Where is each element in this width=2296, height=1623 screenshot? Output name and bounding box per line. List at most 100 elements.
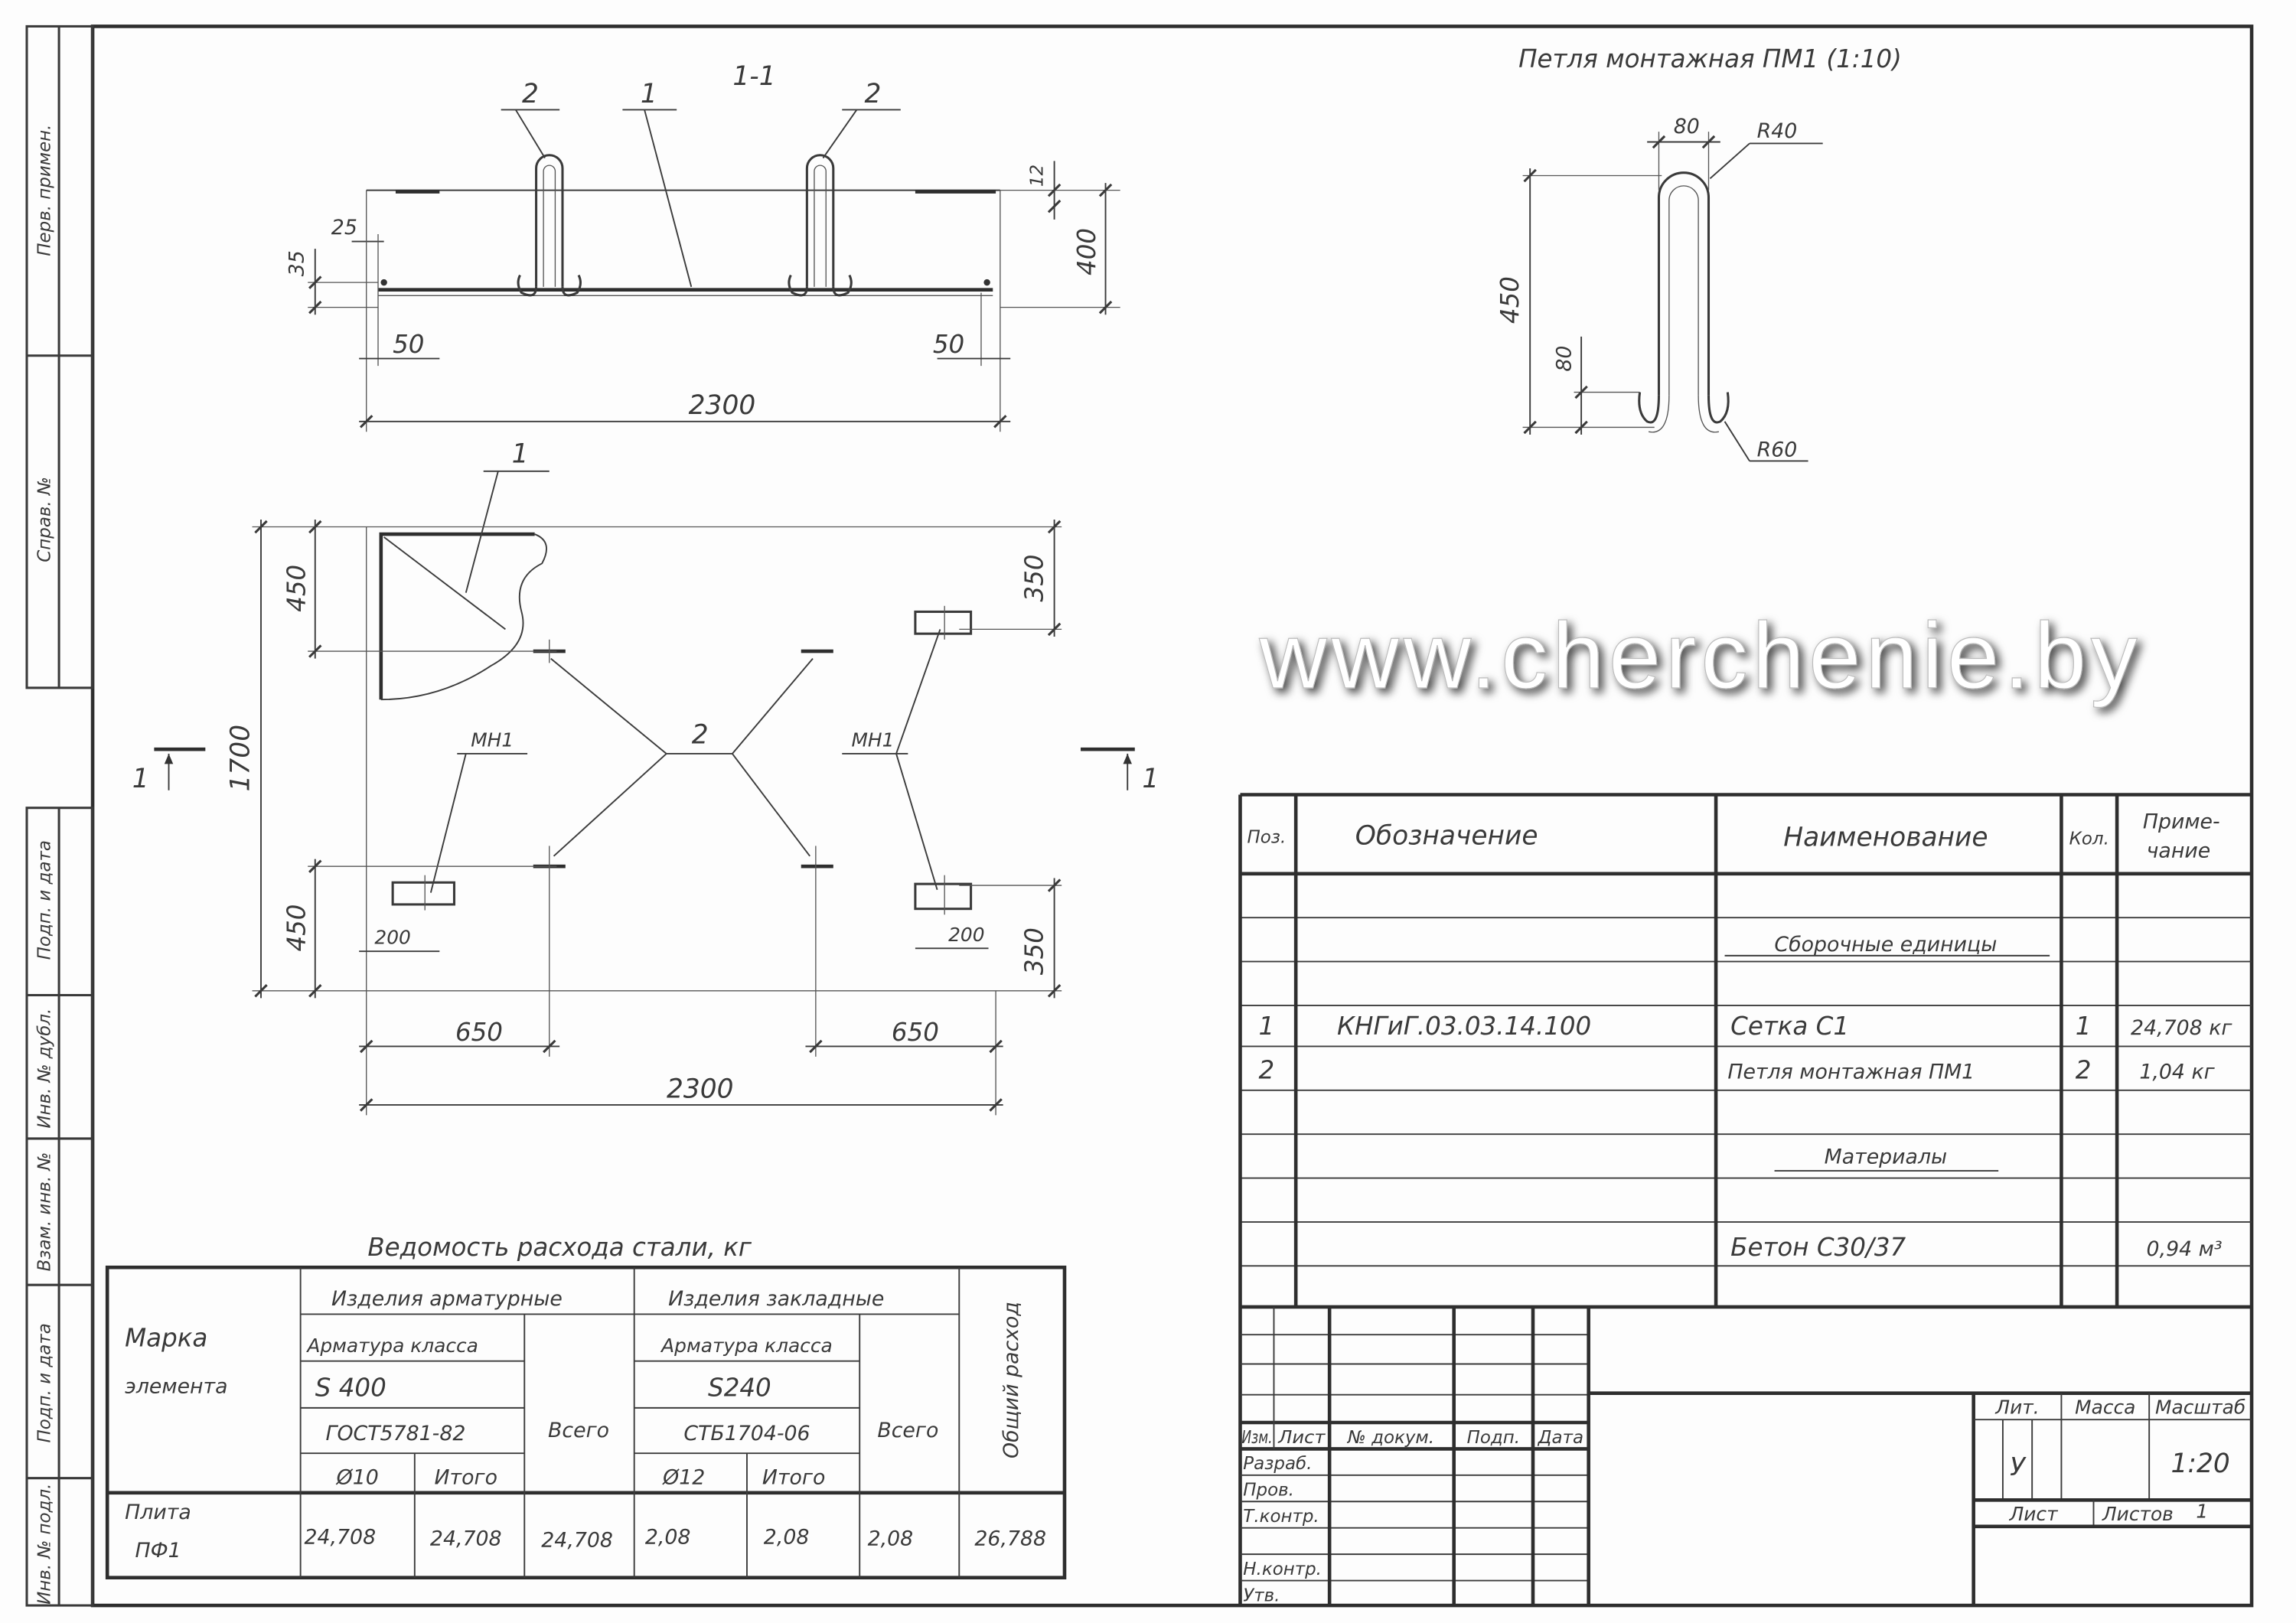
dim-200-left: 200	[374, 927, 410, 949]
steel-rebar-class: S 400	[315, 1374, 386, 1403]
steel-row-mark-1: Плита	[125, 1501, 191, 1524]
steel-embed-group: Изделия закладные	[668, 1287, 884, 1311]
plate-label-left: МН1	[471, 728, 514, 751]
spec-row-note: 1,04 кг	[2139, 1061, 2215, 1084]
spec-grid	[1238, 793, 2252, 1606]
plan-position-2: 2	[692, 720, 709, 751]
steel-rebar-group: Изделия арматурные	[331, 1287, 563, 1311]
steel-embed-dia: Ø12	[662, 1465, 705, 1489]
spec-material-name: Бетон С30/37	[1730, 1233, 1906, 1262]
stamp-replace-inv: Взам. инв. №	[35, 1152, 55, 1272]
dim-50-right: 50	[933, 330, 964, 359]
tb-mass: Масса	[2075, 1396, 2135, 1419]
loop-shape	[1638, 171, 1730, 433]
loop-dimension-lines	[1522, 132, 1823, 462]
dim-650-right: 650	[892, 1018, 939, 1047]
plan-view: 1 2 МН1 МН1 1 1	[132, 438, 1159, 1116]
steel-row-mark-2: ПФ1	[135, 1539, 181, 1563]
specification-table: Поз. Обозначение Наименование Кол. Приме…	[1238, 793, 2252, 1606]
spec-header-designation: Обозначение	[1355, 821, 1538, 852]
side-stamps: Перв. примен. Справ. № Подп. и дата Инв.…	[35, 125, 55, 1605]
steel-grid	[105, 1265, 1067, 1580]
spec-row-pos: 1	[1259, 1012, 1275, 1041]
position-leaders	[501, 109, 901, 288]
dim-1700: 1700	[226, 725, 256, 792]
spec-material-note: 0,94 м³	[2147, 1237, 2223, 1261]
steel-overall: Общий расход	[1000, 1302, 1023, 1458]
dim-2300-plan: 2300	[667, 1074, 734, 1104]
dim-50-left: 50	[393, 330, 424, 359]
tb-developed: Разраб.	[1243, 1454, 1312, 1474]
tb-ncontrol: Н.контр.	[1243, 1559, 1322, 1579]
stamp-sign-date-1: Подп. и дата	[35, 840, 55, 960]
section-1-1: 1-1 2 1 2	[285, 61, 1120, 432]
tb-list: Лист	[1277, 1428, 1326, 1448]
position-label-2-right: 2	[864, 79, 881, 109]
spec-section-assembly: Сборочные единицы	[1774, 933, 1997, 957]
section-mark-right: 1	[1142, 764, 1159, 794]
spec-row-designation: КНГиГ.03.03.14.100	[1337, 1012, 1591, 1041]
sheet-frame	[25, 24, 2254, 1608]
steel-mark-2: элемента	[125, 1375, 227, 1399]
spec-row-pos: 2	[1259, 1056, 1275, 1085]
dim-450-bottom: 450	[282, 904, 311, 952]
spec-section-materials: Материалы	[1825, 1145, 1948, 1168]
plan-position-1: 1	[512, 438, 529, 469]
steel-mark-1: Марка	[125, 1324, 207, 1353]
tb-date: Дата	[1538, 1428, 1583, 1448]
dim-650-left: 650	[455, 1018, 503, 1047]
loop-marks	[533, 639, 833, 878]
stamp-dup-inv: Инв. № дубл.	[35, 1009, 55, 1129]
steel-value: 24,708	[304, 1526, 376, 1550]
dim-350-top: 350	[1019, 554, 1049, 601]
dim-350-bottom: 350	[1019, 927, 1049, 975]
dim-200-right: 200	[948, 924, 984, 946]
steel-rebar-dia: Ø10	[336, 1465, 379, 1489]
stamp-orig-inv: Инв. № подл.	[35, 1484, 55, 1605]
tb-sheet: Лист	[2009, 1503, 2060, 1525]
slab-outline	[366, 189, 1000, 297]
slab-plan-outline	[366, 526, 547, 991]
section-dimension-lines	[308, 161, 1120, 432]
steel-embed-total: Всего	[877, 1419, 938, 1442]
steel-value: 2,08	[645, 1526, 691, 1550]
tb-scale-value: 1:20	[2170, 1449, 2229, 1479]
spec-row-qty: 1	[2076, 1012, 2092, 1041]
stamp-sign-date-2: Подп. и дата	[35, 1323, 55, 1442]
tb-tcontrol: Т.контр.	[1243, 1507, 1319, 1527]
plan-leaders	[429, 470, 941, 893]
steel-embed-class-label: Арматура класса	[660, 1335, 833, 1357]
spec-row-name: Сетка С1	[1730, 1012, 1849, 1041]
title-block: Изм. Лист № докум. Подп. Дата Разраб. Пр…	[1240, 1305, 2252, 1605]
spec-row-qty: 2	[2076, 1056, 2092, 1085]
loop-detail-title: Петля монтажная ПМ1 (1:10)	[1518, 44, 1902, 73]
position-label-1: 1	[641, 79, 657, 109]
stamp-first-use: Перв. примен.	[35, 125, 55, 256]
dim-2300-section: 2300	[689, 390, 756, 421]
dim-400: 400	[1072, 228, 1101, 275]
spec-row-name: Петля монтажная ПМ1	[1727, 1061, 1975, 1084]
steel-rebar-total: Всего	[548, 1419, 609, 1442]
tb-sign: Подп.	[1467, 1428, 1520, 1448]
section-title: 1-1	[732, 61, 775, 92]
embedded-plates	[391, 605, 973, 915]
tb-lit: Лит.	[1994, 1396, 2039, 1419]
dim-450-loop: 450	[1495, 276, 1525, 324]
tb-scale: Масштаб	[2155, 1396, 2245, 1419]
tb-lit-value: У	[2010, 1452, 2027, 1481]
spec-row-1: 1 КНГиГ.03.03.14.100 Сетка С1 1 24,708 к…	[1259, 1012, 2233, 1041]
steel-value: 24,708	[541, 1529, 613, 1553]
spec-row-note: 24,708 кг	[2131, 1016, 2232, 1040]
spec-row-2: 2 Петля монтажная ПМ1 2 1,04 кг	[1259, 1056, 2216, 1085]
spec-header-pos: Поз.	[1247, 828, 1287, 848]
plan-dimension-lines	[252, 519, 1062, 1116]
dim-12: 12	[1027, 165, 1047, 187]
spec-header-qty: Кол.	[2069, 829, 2109, 849]
spec-header-name: Наименование	[1783, 822, 1988, 852]
steel-rebar-subtotal: Итого	[435, 1465, 497, 1489]
steel-rebar-std: ГОСТ5781-82	[326, 1422, 466, 1445]
tb-doc-no: № докум.	[1346, 1428, 1434, 1448]
loop-detail: Петля монтажная ПМ1 (1:10) 80 R40 450 80	[1495, 44, 1902, 462]
steel-value: 2,08	[764, 1526, 810, 1550]
